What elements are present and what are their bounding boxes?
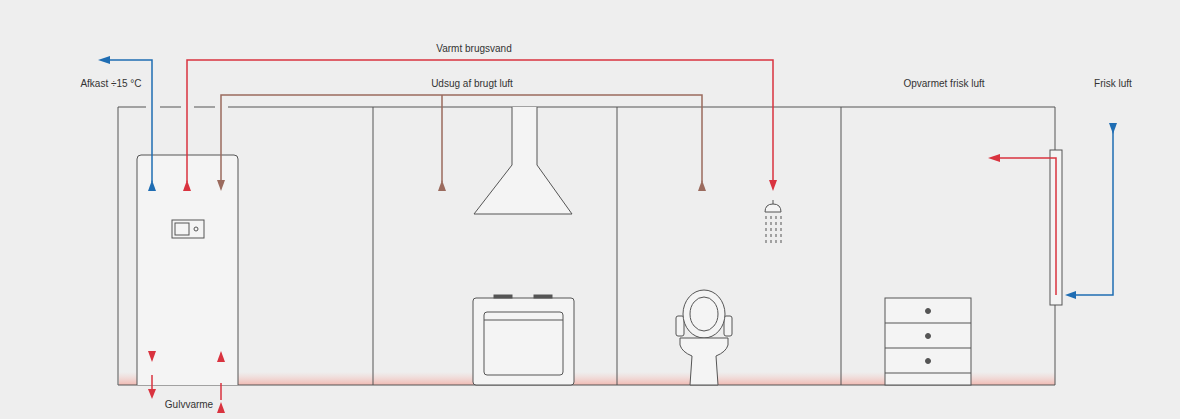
cooker-hood [474,107,572,214]
house-walls [118,107,1055,385]
stove [473,295,574,385]
heat-pump-unit [137,155,238,385]
exhaust-line [98,56,156,191]
hot-water-line [183,60,777,191]
fresh-air-label: Frisk luft [1094,78,1132,90]
hot-water-label: Varmt brugsvand [436,43,511,55]
fresh-air-vent [988,123,1117,305]
dresser [885,298,971,385]
extract-air-label: Udsug af brugt luft [431,78,513,90]
heated-air-label: Opvarmet frisk luft [903,78,984,90]
floor-heating-label: Gulvvarme [165,399,213,411]
extract-air-line [217,95,706,191]
toilet [676,290,732,385]
shower-head [765,200,781,246]
floor-heating-arrows [148,351,225,413]
exhaust-label: Afkast ÷15 °C [80,78,141,90]
